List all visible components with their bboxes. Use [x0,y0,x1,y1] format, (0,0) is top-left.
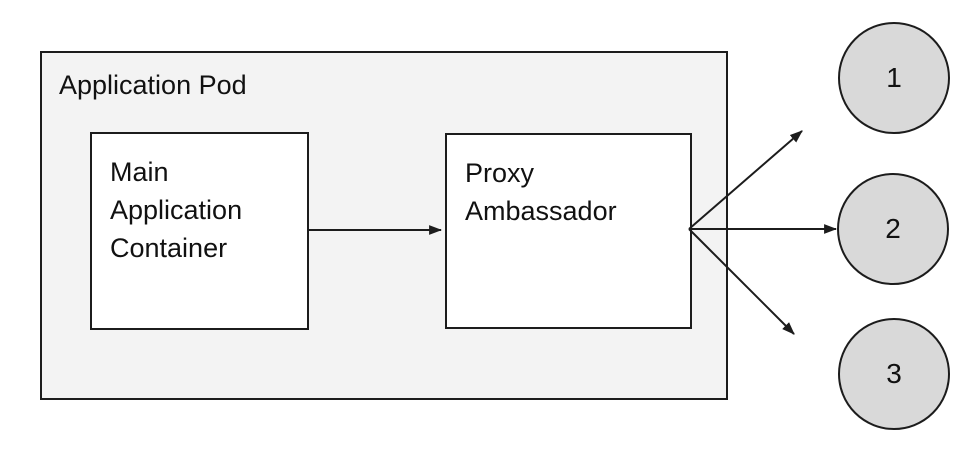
endpoint-circle-2: 2 [837,173,949,285]
endpoint-circle-1: 1 [838,22,950,134]
application-pod-label: Application Pod [59,70,247,100]
node-proxy-ambassador-label: Proxy Ambassador [465,158,617,226]
node-proxy-ambassador: Proxy Ambassador [445,133,692,329]
application-pod: Application Pod Main Application Contain… [40,51,728,400]
endpoint-circle-3-label: 3 [886,358,902,389]
endpoint-circle-1-label: 1 [886,62,902,93]
endpoint-circle-2-label: 2 [885,213,901,244]
node-main-application-container-label: Main Application Container [110,157,243,263]
endpoint-circle-3: 3 [838,318,950,430]
node-main-application-container: Main Application Container [90,132,309,330]
